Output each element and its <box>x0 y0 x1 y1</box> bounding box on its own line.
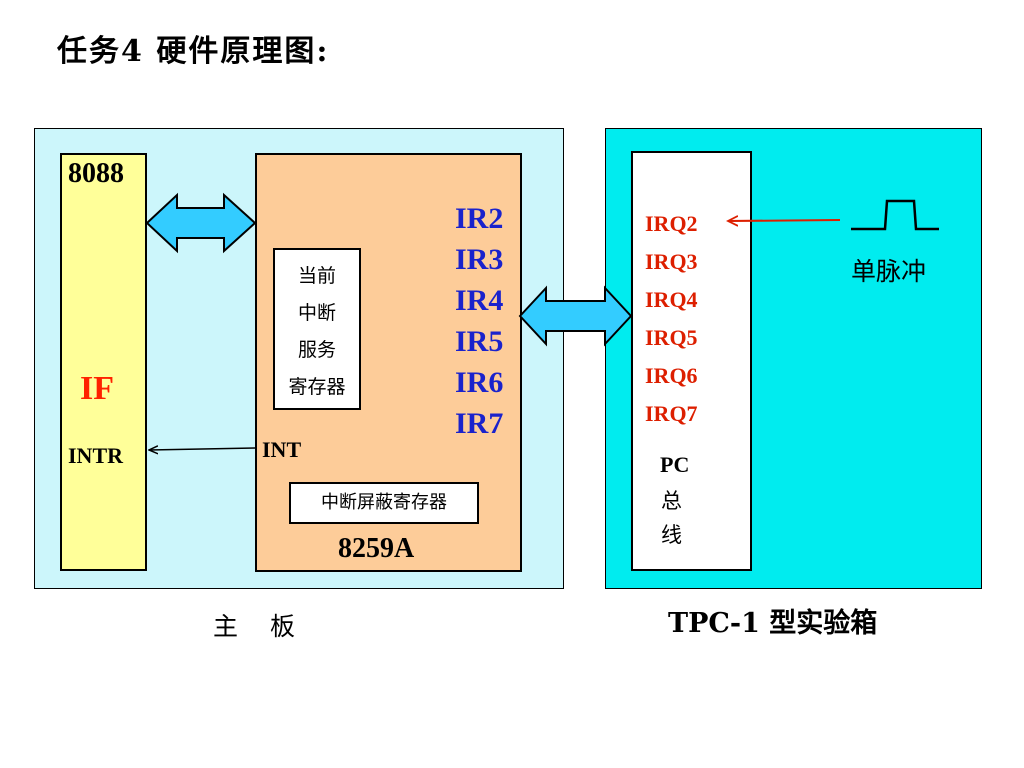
ir-input: IR5 <box>455 325 504 358</box>
ir-input: IR6 <box>455 366 504 399</box>
isr-line: 服务 <box>297 339 336 361</box>
cpu-name: 8088 <box>68 158 124 189</box>
ir-input: IR2 <box>455 202 504 235</box>
ir-input: IR3 <box>455 243 504 276</box>
double-arrow-icon <box>518 285 633 347</box>
irq-line: IRQ4 <box>645 287 698 312</box>
isr-line: 寄存器 <box>288 376 346 398</box>
irq-line: IRQ7 <box>645 401 698 426</box>
isr-register-box: 当前 中断 服务 寄存器 <box>273 248 361 410</box>
irq-line: IRQ2 <box>645 211 698 236</box>
bus-label-chars: 总 线 <box>661 484 682 552</box>
tpc-board-caption: TPC-1 型实验箱 <box>668 608 878 639</box>
irq-line: IRQ6 <box>645 363 698 388</box>
double-arrow-icon <box>145 192 257 254</box>
irq-line: IRQ3 <box>645 249 698 274</box>
single-pulse-icon <box>851 199 939 231</box>
bus-label-char: 总 <box>661 489 682 513</box>
int-pin-label: INT <box>262 437 302 462</box>
single-pulse-label: 单脉冲 <box>851 257 927 286</box>
ir-input: IR7 <box>455 407 504 440</box>
pulse-to-irq2-arrow <box>728 220 841 221</box>
ir-input-list: IR2 IR3 IR4 IR5 IR6 IR7 <box>455 198 503 444</box>
int-to-intr-arrow <box>149 448 256 450</box>
irq-line-list: IRQ2 IRQ3 IRQ4 IRQ5 IRQ6 IRQ7 <box>645 205 698 433</box>
pc-bus-label: PC <box>660 452 690 477</box>
ir-input: IR4 <box>455 284 504 317</box>
intr-pin-label: INTR <box>68 443 124 468</box>
isr-line: 当前 <box>297 265 336 287</box>
isr-line: 中断 <box>297 302 336 324</box>
irq-line: IRQ5 <box>645 325 698 350</box>
page-title: 任务4 硬件原理图: <box>57 34 330 69</box>
main-board-caption: 主 板 <box>213 612 307 641</box>
cpu-8088-block <box>60 153 147 571</box>
if-flag-label: IF <box>80 370 114 407</box>
bus-label-char: 线 <box>661 523 682 547</box>
imr-register-box: 中断屏蔽寄存器 <box>289 482 479 524</box>
pic-chip-name: 8259A <box>338 533 415 564</box>
